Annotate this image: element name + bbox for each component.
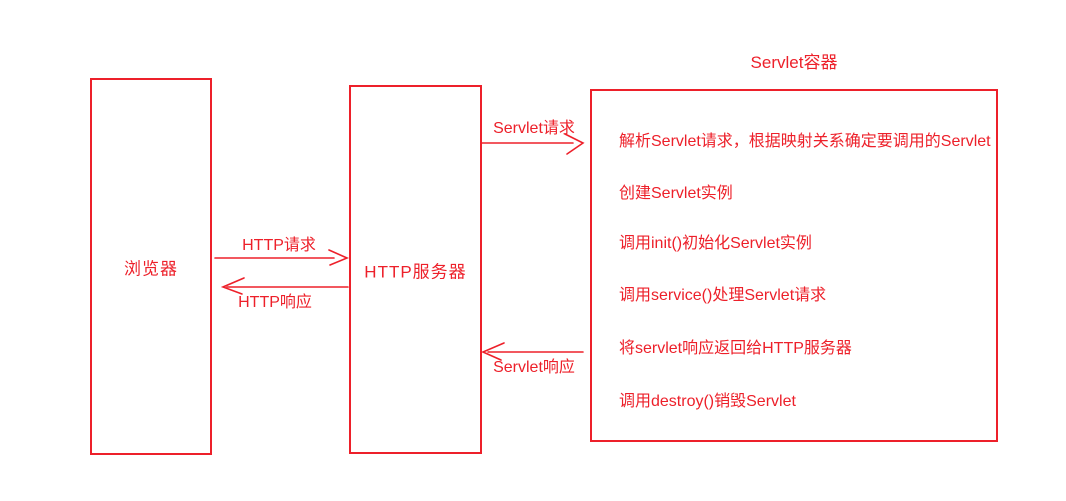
http-server-box: HTTP服务器 [349,85,482,454]
servlet-response-arrow [481,342,584,361]
servlet-container-box: 解析Servlet请求，根据映射关系确定要调用的Servlet 创建Servle… [590,89,998,442]
browser-box: 浏览器 [90,78,212,455]
servlet-step: 调用destroy()销毁Servlet [619,393,796,410]
http-request-label: HTTP请求 [242,237,316,254]
http-server-label: HTTP服务器 [364,262,467,281]
servlet-step: 解析Servlet请求，根据映射关系确定要调用的Servlet [619,133,991,150]
http-response-label: HTTP响应 [238,294,312,311]
browser-label: 浏览器 [124,259,178,278]
servlet-request-label: Servlet请求 [493,120,575,137]
servlet-container-title: Servlet容器 [750,53,838,72]
servlet-step: 调用service()处理Servlet请求 [619,287,827,304]
http-response-arrow [220,277,349,295]
servlet-response-label: Servlet响应 [493,359,575,376]
servlet-step: 创建Servlet实例 [619,185,733,202]
servlet-step: 调用init()初始化Servlet实例 [619,235,812,252]
servlet-step: 将servlet响应返回给HTTP服务器 [619,340,852,357]
